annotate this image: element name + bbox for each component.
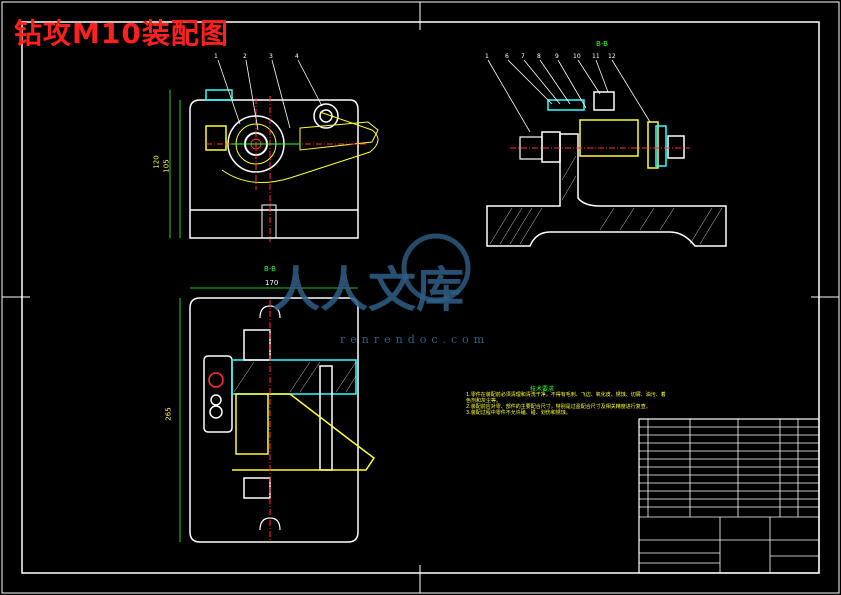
dim-height-2: 105 — [162, 159, 171, 173]
watermark-site: renrendoc.com — [340, 333, 490, 346]
balloon-tr-12: 12 — [608, 53, 616, 60]
balloon-tr-11: 11 — [592, 53, 600, 60]
watermark-text: 人人文库 — [272, 262, 465, 318]
tech-requirements-title: 技术要求 — [530, 386, 555, 393]
dim-height-1: 120 — [152, 155, 161, 169]
balloon-tr-6: 6 — [505, 53, 509, 60]
tech-requirement-line: 2.装配前应对零、部件的主要配合尺寸，特别是过盈配合尺寸及相关精度进行复查。 — [466, 404, 651, 410]
tech-requirement-line: 3.装配过程中零件不允许磕、碰、划伤和锈蚀。 — [466, 410, 571, 416]
title-block — [638, 418, 820, 574]
section-label-top-right: B-B — [596, 40, 608, 48]
top-left-mechanism — [206, 96, 379, 242]
dimension-lines — [179, 287, 358, 542]
balloon-tr-1: 1 — [485, 53, 489, 60]
bottom-left-view — [189, 297, 376, 543]
tech-requirement-line: 1.零件在装配前必须清理和清洗干净，不得有毛刺、飞边、氧化皮、锈蚀、切屑、油污、… — [466, 392, 666, 404]
watermark-logo — [401, 233, 471, 303]
balloon-tl-4: 4 — [295, 53, 299, 60]
top-left-view — [189, 89, 359, 239]
bottom-left-hatching — [233, 361, 357, 393]
balloon-tl-3: 3 — [269, 53, 273, 60]
section-label-bottom-left: B-B — [264, 265, 276, 273]
balloon-tl-1: 1 — [214, 53, 218, 60]
balloon-tr-7: 7 — [521, 53, 525, 60]
drawing-title: 钻攻M10装配图 — [14, 17, 229, 50]
balloon-tr-8: 8 — [537, 53, 541, 60]
balloon-tl-2: 2 — [243, 53, 247, 60]
balloon-tr-10: 10 — [573, 53, 581, 60]
tech-requirements: 1.零件在装配前必须清理和清洗干净，不得有毛刺、飞边、氧化皮、锈蚀、切屑、油污、… — [466, 392, 666, 416]
dim-height-bottom: 265 — [164, 407, 173, 421]
top-right-leaders — [487, 59, 651, 133]
balloon-tr-9: 9 — [555, 53, 559, 60]
top-right-hatching — [489, 155, 723, 245]
dim-overall-width: 170 — [265, 279, 279, 287]
top-left-leaders — [169, 59, 323, 238]
